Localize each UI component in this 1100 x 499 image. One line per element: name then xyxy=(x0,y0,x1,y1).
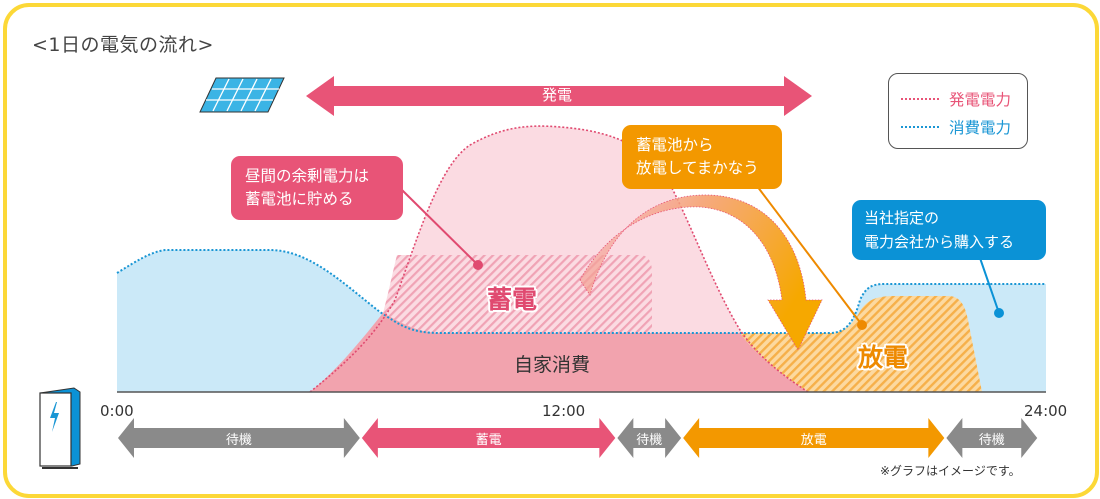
battery-mode-label-4: 待機 xyxy=(978,433,1005,448)
generation-arrow-label: 発電 xyxy=(541,86,573,104)
purchase-callout: 当社指定の 電力会社から購入する xyxy=(852,200,1046,260)
consumption-line xyxy=(116,249,1046,334)
discharge-area-label: 放電 xyxy=(858,343,909,372)
surplus-leader-dot xyxy=(473,260,483,270)
discharge-area xyxy=(740,296,982,392)
legend-consumption-label: 消費電力 xyxy=(949,119,1012,137)
image-only-note: ※グラフはイメージです。 xyxy=(880,464,1021,478)
generation-arrow xyxy=(306,76,812,116)
battery-mode-arrow-2 xyxy=(617,418,682,458)
discharge-leader-dot xyxy=(857,320,867,330)
battery-mode-arrow-1 xyxy=(361,418,616,458)
legend: 発電電力 消費電力 xyxy=(888,73,1028,149)
legend-generation-swatch xyxy=(901,98,939,100)
discharge-leader-line xyxy=(756,185,863,326)
tick-12: 12:00 xyxy=(542,402,586,420)
home-battery-icon xyxy=(39,387,81,469)
purchase-leader-dot xyxy=(994,308,1004,318)
surplus-callout-line1: 昼間の余剰電力は xyxy=(245,167,370,185)
discharge-callout: 蓄電池から 放電してまかなう xyxy=(622,125,782,189)
self-consumption-area xyxy=(310,313,808,392)
charge-to-discharge-arrow xyxy=(579,194,823,351)
battery-mode-label-2: 待機 xyxy=(636,433,663,448)
purchase-leader-line xyxy=(979,257,1000,314)
solar-panel-icon xyxy=(199,77,285,113)
charge-area-label: 蓄電 xyxy=(487,285,538,314)
battery-mode-arrow-0 xyxy=(118,418,360,458)
legend-generation-label: 発電電力 xyxy=(949,91,1012,109)
surplus-callout: 昼間の余剰電力は 蓄電池に貯める xyxy=(231,156,403,220)
legend-item-generation: 発電電力 xyxy=(901,88,1011,110)
battery-mode-label-0: 待機 xyxy=(225,433,252,448)
battery-mode-label-1: 蓄電 xyxy=(475,433,502,448)
battery-mode-arrow-4 xyxy=(946,418,1038,458)
legend-item-consumption: 消費電力 xyxy=(901,116,1011,138)
battery-mode-label-3: 放電 xyxy=(800,433,827,448)
battery-mode-arrows xyxy=(118,418,1038,458)
generation-line xyxy=(309,125,809,393)
diagram-title: <1日の電気の流れ> xyxy=(32,34,214,56)
purchase-callout-line1: 当社指定の xyxy=(864,209,940,227)
tick-24: 24:00 xyxy=(1024,402,1068,420)
discharge-callout-line1: 蓄電池から xyxy=(636,136,714,154)
self-consumption-label: 自家消費 xyxy=(514,354,591,376)
legend-consumption-swatch xyxy=(901,126,939,128)
discharge-callout-line2: 放電してまかなう xyxy=(636,159,759,177)
tick-0: 0:00 xyxy=(100,402,134,420)
surplus-leader-line xyxy=(401,189,479,266)
battery-mode-arrow-3 xyxy=(683,418,945,458)
purchase-callout-line2: 電力会社から購入する xyxy=(864,233,1015,251)
surplus-callout-line2: 蓄電池に貯める xyxy=(245,190,354,208)
